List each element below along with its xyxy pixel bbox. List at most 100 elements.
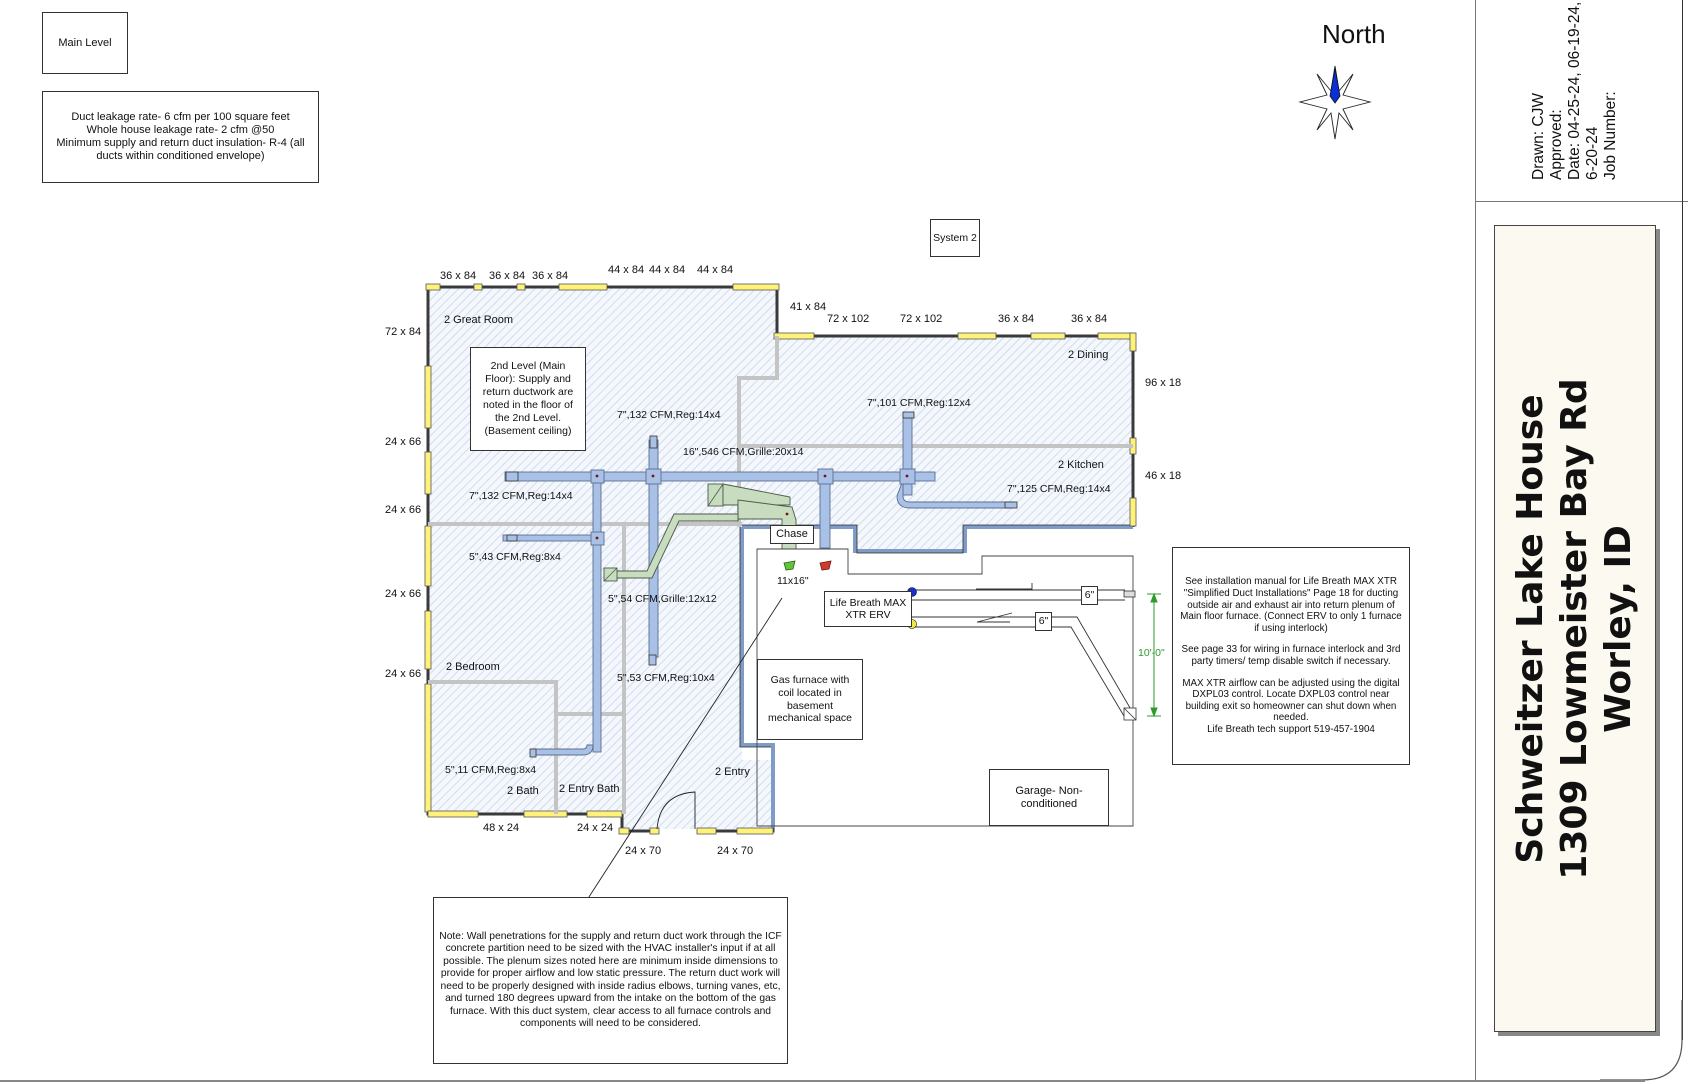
room-label-bedroom: 2 Bedroom	[446, 661, 500, 673]
system-label-box: System 2	[930, 219, 980, 257]
register-label: 7",132 CFM,Reg:14x4	[617, 409, 721, 421]
window-label: 36 x 84	[1071, 313, 1108, 325]
windows	[424, 283, 1137, 835]
approved-by: Approved:	[1548, 109, 1565, 180]
room-label-great-room: 2 Great Room	[444, 314, 514, 326]
drawing-date: Date: 04-25-24, 06-19-24,	[1566, 1, 1583, 180]
erv-notes-box: See installation manual for Life Breath …	[1172, 547, 1410, 765]
window-label: 46 x 18	[1145, 470, 1182, 482]
window-label: 24 x 70	[717, 845, 754, 857]
room-label-entry-bath: 2 Entry Bath	[559, 783, 620, 795]
erv-duct-size-tag: 6"	[1035, 612, 1052, 631]
leakage-notes-box: Duct leakage rate- 6 cfm per 100 square …	[42, 91, 319, 183]
window-label: 24 x 66	[385, 668, 422, 680]
level-note: 2nd Level (Main Floor): Supply and retur…	[482, 360, 574, 437]
return-plenum-fitting	[783, 560, 796, 571]
chase-label-box: Chase	[770, 525, 814, 544]
erv-note-wiring: See page 33 for wiring in furnace interl…	[1181, 644, 1401, 667]
plenum-size-label: 11x16"	[777, 575, 809, 587]
project-address: 1309 Lowmeister Bay Rd	[1554, 377, 1595, 880]
window-label: 44 x 84	[649, 264, 686, 276]
supply-ducts	[502, 414, 1014, 756]
level-label: Main Level	[58, 36, 112, 49]
north-label: North	[1322, 19, 1386, 49]
room-label-entry: 2 Entry	[715, 766, 750, 778]
wall-penetration-note-box: Note: Wall penetrations for the supply a…	[433, 897, 788, 1064]
project-city: Worley, ID	[1598, 524, 1639, 733]
sheet-corner	[1600, 1000, 1683, 1081]
garage-label-box: Garage- Non-conditioned	[989, 769, 1109, 826]
room-label-bath: 2 Bath	[507, 785, 539, 797]
window-label: 36 x 84	[532, 270, 569, 282]
icf-partition	[740, 525, 1133, 828]
dimension-label: 10'-0"	[1138, 647, 1165, 659]
erv-note-airflow: MAX XTR airflow can be adjusted using th…	[1182, 677, 1400, 724]
supply-plenum-fitting	[819, 560, 832, 571]
erv-exhaust-hood	[1123, 590, 1136, 598]
window-label: 24 x 66	[385, 436, 422, 448]
room-label-chase: Chase	[776, 528, 808, 540]
window-label: 72 x 102	[900, 313, 943, 325]
entry-door-swing	[656, 791, 696, 830]
furnace-leader-line	[586, 597, 783, 901]
erv-ducts	[912, 583, 1134, 717]
window-label: 41 x 84	[790, 301, 827, 313]
window-label: 24 x 24	[577, 822, 614, 834]
register-label: 7",132 CFM,Reg:14x4	[469, 490, 573, 502]
sheet-bottom-border	[0, 1080, 1645, 1082]
wall-penetration-note: Note: Wall penetrations for the supply a…	[439, 930, 782, 1030]
project-title-card: Schweitzer Lake House 1309 Lowmeister Ba…	[1494, 225, 1656, 1032]
furnace-note-box: Gas furnace with coil located in basemen…	[757, 659, 863, 740]
register-label: 7",125 CFM,Reg:14x4	[1007, 483, 1111, 495]
north-compass-icon	[1298, 65, 1372, 140]
main-supply-trunk	[504, 471, 936, 482]
furnace-note: Gas furnace with coil located in basemen…	[767, 674, 853, 725]
register-label: 5",11 CFM,Reg:8x4	[445, 764, 537, 776]
title-block-divider	[1475, 201, 1688, 202]
job-number: Job Number:	[1602, 91, 1619, 180]
leakage-note-insulation: Minimum supply and return duct insulatio…	[56, 137, 305, 162]
title-block-info: Drawn: CJW Approved: Date: 04-25-24, 06-…	[1530, 2, 1620, 180]
window-label: 72 x 84	[385, 326, 422, 338]
title-block-frame	[1475, 0, 1688, 1080]
room-label-dining: 2 Dining	[1068, 349, 1109, 361]
north-needle	[1329, 67, 1341, 104]
level-label-box: Main Level	[42, 12, 128, 74]
floor-plan	[424, 283, 1161, 901]
drawn-by: Drawn: CJW	[1530, 93, 1547, 180]
erv-note-manual: See installation manual for Life Breath …	[1180, 576, 1402, 634]
window-label: 24 x 66	[385, 588, 422, 600]
basement-outlines	[756, 548, 1134, 827]
window-label: 24 x 66	[385, 504, 422, 516]
window-label: 44 x 84	[697, 264, 734, 276]
window-label: 36 x 84	[489, 270, 526, 282]
leakage-note-house: Whole house leakage rate- 2 cfm @50	[86, 124, 275, 136]
project-name: Schweitzer Lake House	[1510, 393, 1551, 864]
erv-label: Life Breath MAX XTR ERV	[829, 597, 907, 621]
window-label: 44 x 84	[608, 264, 645, 276]
interior-partitions	[428, 336, 1133, 814]
window-label: 48 x 24	[483, 822, 520, 834]
return-ducts	[603, 483, 797, 582]
register-label: 5",54 CFM,Grille:12x12	[608, 593, 717, 605]
window-label: 72 x 102	[827, 313, 870, 325]
window-label: 24 x 70	[625, 845, 662, 857]
window-label: 96 x 18	[1145, 377, 1182, 389]
erv-note-support: Life Breath tech support 519-457-1904	[1207, 723, 1375, 735]
erv-unit: Life Breath MAX XTR ERV	[824, 591, 912, 627]
erv-duct-size-tag: 6"	[1081, 586, 1098, 605]
right-edge-line	[1682, 0, 1683, 1040]
room-label-garage: Garage- Non-conditioned	[1015, 784, 1083, 810]
register-label: 16",546 CFM,Grille:20x14	[683, 446, 804, 458]
dimension-line	[1147, 592, 1161, 718]
drawing-date-cont: 6-20-24	[1584, 126, 1601, 180]
register-label: 7",101 CFM,Reg:12x4	[867, 397, 971, 409]
leakage-note-duct: Duct leakage rate- 6 cfm per 100 square …	[71, 111, 290, 123]
conditioned-floor-area	[428, 287, 1133, 829]
level-note-box: 2nd Level (Main Floor): Supply and retur…	[470, 347, 586, 451]
window-label: 36 x 84	[440, 270, 477, 282]
system-label: System 2	[933, 231, 977, 244]
register-label: 5",43 CFM,Reg:8x4	[469, 551, 561, 563]
register-label: 5",53 CFM,Reg:10x4	[617, 672, 715, 684]
register-boots	[505, 411, 1018, 758]
